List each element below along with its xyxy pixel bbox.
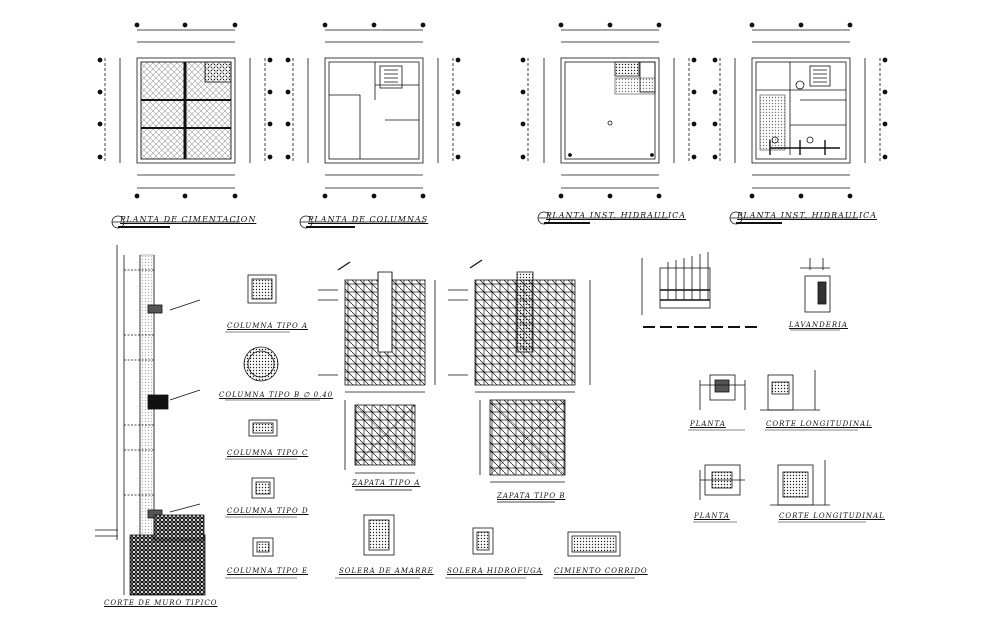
label-corte-longitudinal-1: CORTE LONGITUDINAL [766, 420, 872, 428]
zapata-a-detail [318, 261, 436, 491]
plan-cimentacion [97, 22, 273, 229]
lavanderia-detail [641, 252, 840, 331]
zapata-b-detail [448, 259, 591, 503]
plan-hidraulica-2 [712, 22, 888, 225]
label-solera-amarre: SOLERA DE AMARRE [339, 567, 434, 575]
plan-title-hidraulica-2: PLANTA INST. HIDRAULICA [737, 211, 878, 220]
planta-corte-2 [693, 460, 866, 523]
label-columna-a: COLUMNA TIPO A [227, 322, 308, 330]
plan-hidraulica-1 [520, 22, 697, 225]
plan-title-hidraulica-1: PLANTA INST. HIDRAULICA [546, 211, 687, 220]
label-columna-d: COLUMNA TIPO D [227, 507, 309, 515]
label-columna-c: COLUMNA TIPO C [227, 449, 309, 457]
columna-details [225, 274, 320, 579]
label-planta-1: PLANTA [690, 420, 726, 428]
label-planta-2: PLANTA [694, 512, 730, 520]
plan-columnas [285, 22, 461, 229]
label-corte-longitudinal-2: CORTE LONGITUDINAL [779, 512, 885, 520]
label-columna-b: COLUMNA TIPO B ∅ 0.40 [219, 391, 334, 399]
label-lavanderia: LAVANDERIA [789, 321, 848, 329]
plan-title-cimentacion: PLANTA DE CIMENTACION [120, 215, 257, 224]
label-corte-muro: CORTE DE MURO TIPICO [104, 599, 218, 607]
plan-title-columnas: PLANTA DE COLUMNAS [308, 215, 429, 224]
label-solera-hidrofuga: SOLERA HIDROFUGA [447, 567, 543, 575]
label-zapata-b: ZAPATA TIPO B [497, 492, 566, 500]
corte-muro-detail [95, 245, 206, 596]
label-zapata-a: ZAPATA TIPO A [352, 479, 421, 487]
label-columna-e: COLUMNA TIPO E [227, 567, 309, 575]
solera-details [335, 514, 635, 579]
planta-corte-1 [688, 370, 858, 431]
label-cimiento-corrido: CIMIENTO CORRIDO [554, 567, 648, 575]
